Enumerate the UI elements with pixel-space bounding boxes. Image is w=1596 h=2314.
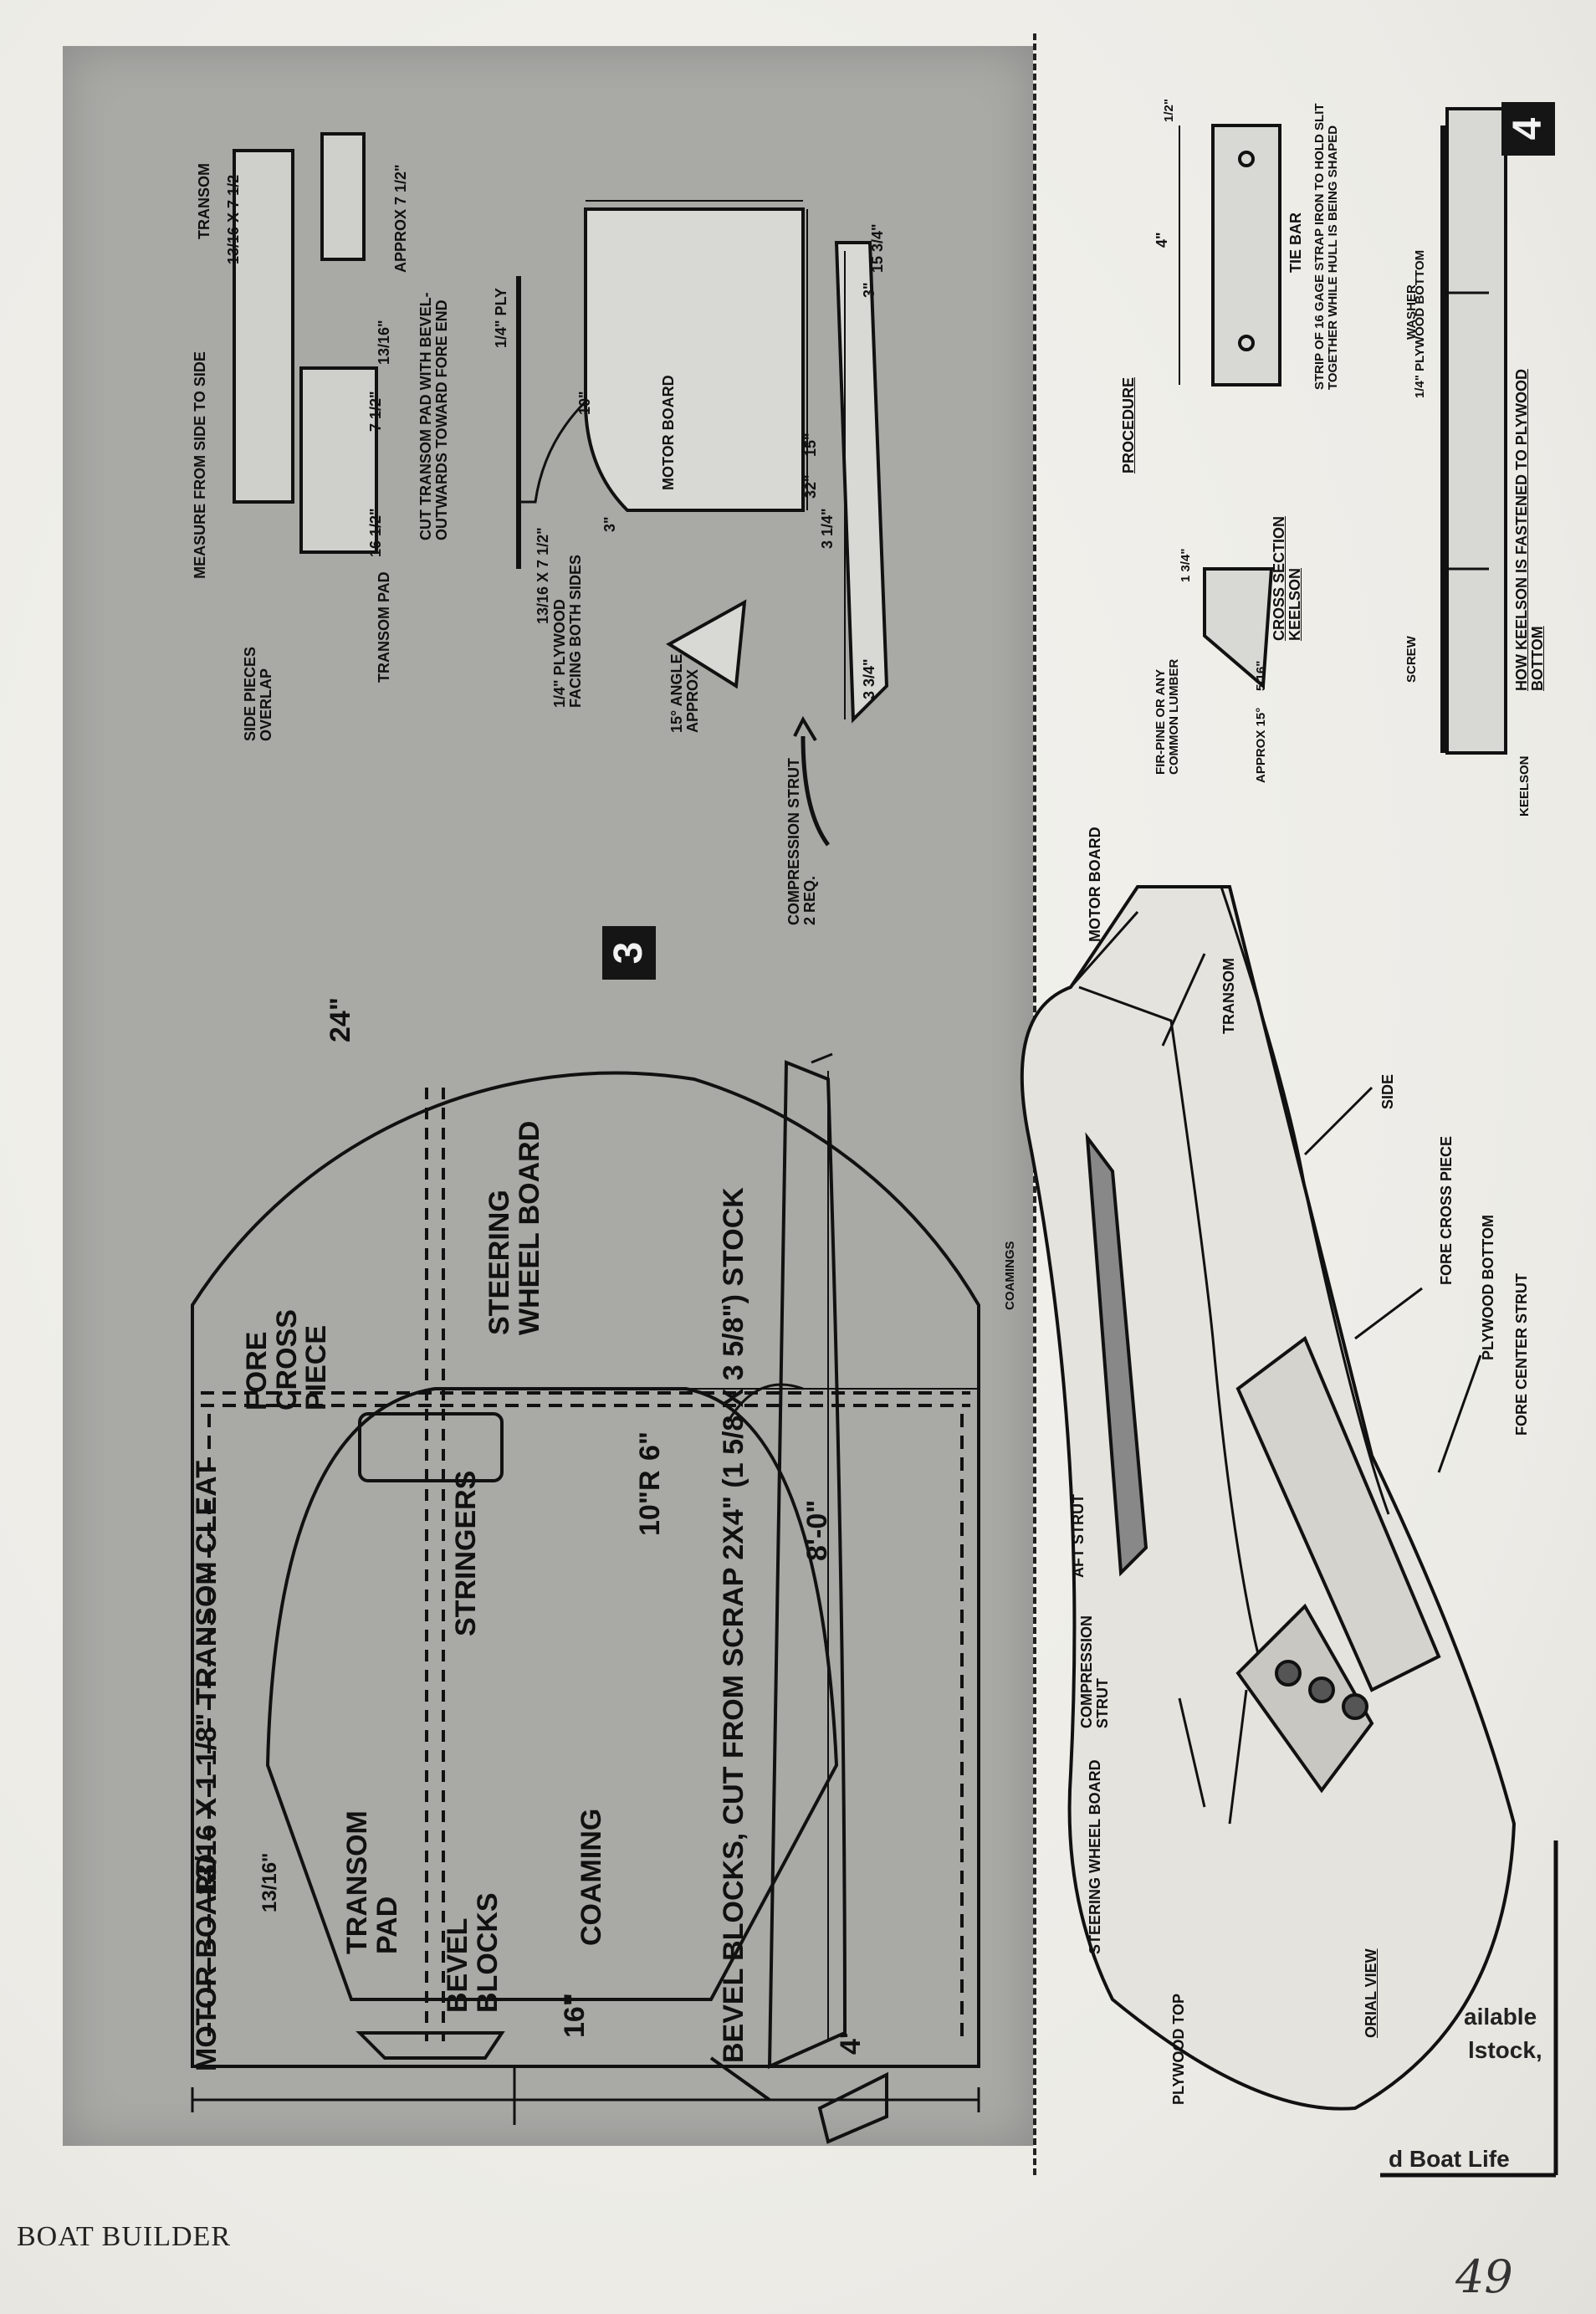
label-pictorial-coamings: COAMINGS bbox=[1003, 1241, 1017, 1311]
keelson-fastening-detail bbox=[1445, 107, 1507, 755]
cut-text-fragment-3: d Boat Life bbox=[1389, 2146, 1510, 2172]
label-radius-24: 24" bbox=[325, 997, 356, 1042]
label-keelson: KEELSON bbox=[1517, 755, 1532, 817]
cut-text-fragment-1: ailable bbox=[1464, 2004, 1537, 2030]
transom-pad-detail-2 bbox=[299, 366, 378, 554]
label-dim-1-3-4: 1 3/4" bbox=[1179, 548, 1193, 582]
label-transom: TRANSOM bbox=[196, 163, 212, 239]
transom-board bbox=[233, 149, 294, 504]
label-dim-6: 6" bbox=[634, 1431, 666, 1461]
label-compression-strut-detail: COMPRESSION STRUT 2 REQ. bbox=[785, 757, 818, 925]
label-approx-15: APPROX 15° bbox=[1254, 707, 1268, 783]
label-common-lumber: FIR-PINE OR ANY COMMON LUMBER bbox=[1154, 658, 1181, 775]
pictorial-hull bbox=[1020, 885, 1517, 2111]
keelson-cross-section bbox=[1203, 567, 1274, 690]
label-dim-5-16: 5/16" bbox=[1254, 660, 1268, 691]
label-tie-bar-small: 1/2" bbox=[1162, 99, 1176, 122]
label-pictorial-side: SIDE bbox=[1379, 1073, 1396, 1109]
label-transom-pad: TRANSOM PAD bbox=[341, 1810, 403, 1954]
transom-pad-detail bbox=[320, 132, 366, 261]
label-pictorial-fore-cross-piece: FORE CROSS PIECE bbox=[1438, 1135, 1455, 1285]
label-dim-4: 4' bbox=[835, 2032, 867, 2055]
label-steering-wheel-board: STEERING WHEEL BOARD bbox=[483, 1120, 545, 1335]
label-pictorial-compression-strut: COMPRESSION STRUT bbox=[1078, 1615, 1111, 1728]
transom-pad-outline bbox=[356, 2031, 505, 2060]
label-tie-bar-note: STRIP OF 16 GAGE STRAP IRON TO HOLD SLIT… bbox=[1312, 103, 1340, 390]
label-tie-bar-dim: 4" bbox=[1154, 232, 1170, 248]
label-how-keelson: HOW KEELSON IS FASTENED TO PLYWOOD BOTTO… bbox=[1513, 368, 1546, 691]
label-mb-dim-15: 15" bbox=[802, 433, 819, 457]
label-measure-side-to-side: MEASURE FROM SIDE TO SIDE bbox=[192, 351, 208, 579]
publication-footer: BOAT BUILDER bbox=[17, 2221, 231, 2252]
label-pictorial-fore-center-strut: FORE CENTER STRUT bbox=[1513, 1272, 1530, 1436]
cut-text-fragment-2: lstock, bbox=[1468, 2037, 1542, 2063]
label-strut-3-1-4: 3 1/4" bbox=[819, 508, 836, 549]
label-pictorial-view: ORIAL VIEW bbox=[1363, 1948, 1379, 2038]
label-pictorial-transom: TRANSOM bbox=[1220, 958, 1237, 1034]
label-bevel-blocks: BEVEL BLOCKS bbox=[442, 1892, 504, 2013]
label-thickness: 13/16" bbox=[376, 320, 392, 365]
hull-plan-outline bbox=[191, 1071, 980, 2068]
label-pictorial-plywood-bottom: PLYWOOD BOTTOM bbox=[1480, 1214, 1496, 1360]
label-transom-cleat-dim: 13/16" bbox=[258, 1852, 281, 1912]
label-tie-bar: TIE BAR bbox=[1287, 212, 1304, 273]
label-motor-board-detail: MOTOR BOARD bbox=[660, 375, 677, 490]
label-pad-dim-b: 16 1/2" bbox=[367, 508, 384, 557]
label-approx: APPROX 7 1/2" bbox=[392, 164, 409, 273]
label-bevel-note: BEVEL BLOCKS, CUT FROM SCRAP 2X4" (1 5/8… bbox=[718, 1187, 749, 2063]
label-transom-cleat: 13/16 X 1 1/8" TRANSOM CLEAT bbox=[191, 1461, 223, 1896]
page-number: 49 bbox=[1455, 2250, 1513, 2303]
label-pictorial-aft-strut: AFT STRUT bbox=[1070, 1494, 1087, 1578]
label-dim-16: 16" bbox=[559, 1993, 591, 2038]
label-pad-note: CUT TRANSOM PAD WITH BEVEL-OUTWARDS TOWA… bbox=[417, 292, 450, 540]
label-ply: 1/4" PLY bbox=[493, 288, 509, 348]
label-mb-dim-3: 3" bbox=[601, 516, 618, 532]
motor-board-outline bbox=[584, 207, 805, 512]
tie-bar-detail bbox=[1211, 124, 1281, 387]
steering-board-outline bbox=[358, 1412, 504, 1482]
label-pictorial-steering-wheel-board: STEERING WHEEL BOARD bbox=[1087, 1759, 1103, 1954]
label-transom-pad-detail: TRANSOM PAD bbox=[376, 571, 392, 683]
label-side-pieces-overlap: SIDE PIECES OVERLAP bbox=[242, 646, 274, 741]
panel-badge-4: 4 bbox=[1501, 102, 1555, 156]
label-transom-size: 13/16 X 7 1/2 bbox=[225, 174, 242, 264]
label-cross-section-keelson: CROSS SECTION KEELSON bbox=[1271, 515, 1303, 641]
label-screw: SCREW bbox=[1404, 636, 1419, 683]
label-stringers: STRINGERS bbox=[450, 1470, 482, 1636]
label-strut-32: 32" bbox=[802, 474, 819, 499]
label-strut-3: 3" bbox=[861, 282, 877, 298]
label-plywood-facing: 1/4" PLYWOOD FACING BOTH SIDES bbox=[551, 554, 584, 708]
label-radius-10: 10"R bbox=[634, 1470, 666, 1537]
compression-strut-detail bbox=[834, 241, 889, 724]
bevel-block-detail bbox=[817, 2071, 888, 2144]
label-procedure: PROCEDURE bbox=[1120, 376, 1137, 474]
panel-badge-3: 3 bbox=[602, 926, 656, 980]
label-pictorial-motor-board: MOTOR BOARD bbox=[1087, 827, 1103, 942]
label-washer: WASHER bbox=[1404, 284, 1419, 340]
hull-elevation bbox=[767, 1060, 847, 2070]
label-mb-dim-top: 15 3/4" bbox=[869, 223, 886, 273]
label-pictorial-plywood-top: PLYWOOD TOP bbox=[1170, 1993, 1187, 2105]
label-pad-dim-a: 7 1/2" bbox=[367, 391, 384, 432]
label-fore-cross-piece: FORE CROSS PIECE bbox=[241, 1309, 333, 1410]
label-angle: 15° ANGLE APPROX bbox=[668, 653, 701, 733]
label-coaming: COAMING bbox=[575, 1808, 607, 1946]
label-mb-dim-10: 10" bbox=[576, 391, 593, 415]
label-stock-size: 13/16 X 7 1/2" bbox=[535, 527, 551, 624]
label-strut-3-3-4: 3 3/4" bbox=[861, 658, 877, 699]
label-dim-8: 8'-0" bbox=[801, 1499, 833, 1561]
